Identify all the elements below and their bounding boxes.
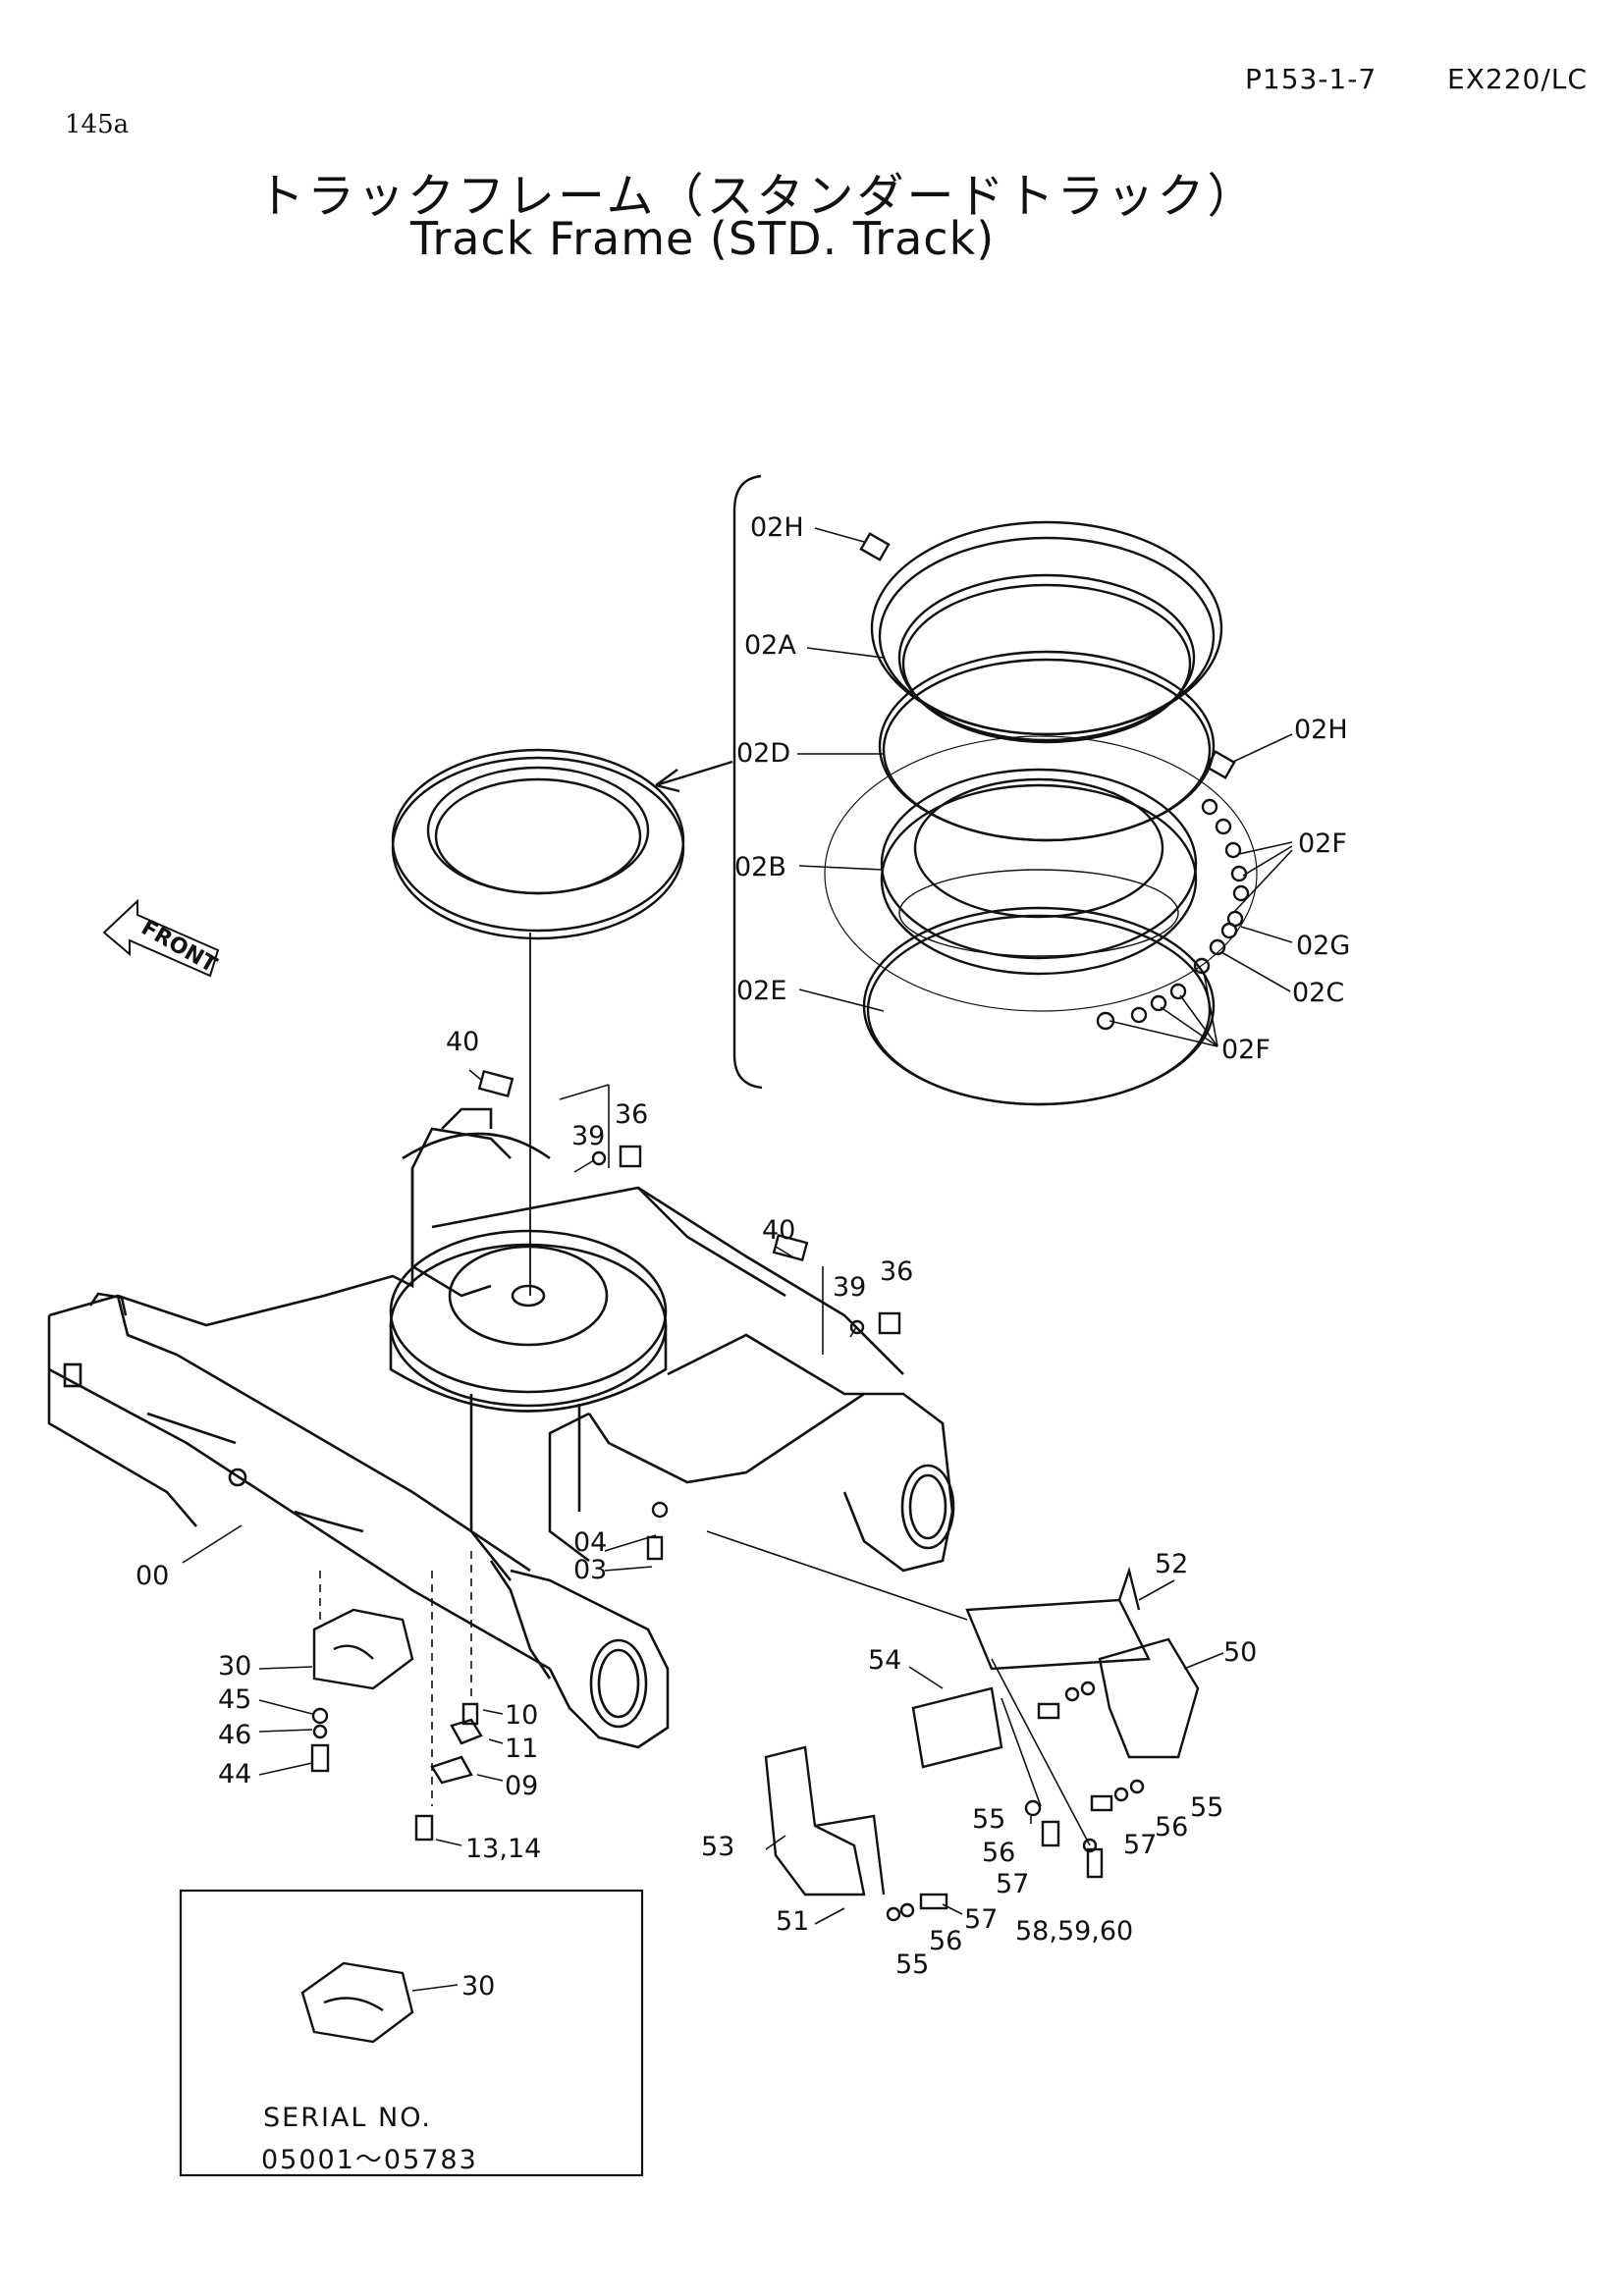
model-number: EX220/LC <box>1447 63 1588 95</box>
callout-09: 09 <box>505 1771 539 1801</box>
callout-02h-right: 02H <box>1294 715 1348 745</box>
group-bracket <box>732 474 763 1090</box>
callout-50: 50 <box>1223 1637 1258 1668</box>
callout-57-mid: 57 <box>996 1869 1030 1899</box>
front-arrow <box>102 898 220 978</box>
callout-56-low: 56 <box>929 1926 963 1956</box>
swing-bearing-assembly <box>391 748 685 940</box>
callout-13-14: 13,14 <box>465 1834 542 1864</box>
callout-02e: 02E <box>736 976 787 1006</box>
guard-brackets <box>706 1530 1200 1922</box>
inset-callout-30: 30 <box>461 1971 496 2002</box>
callout-40-left: 40 <box>446 1027 480 1057</box>
inset-clamp <box>300 1961 459 2044</box>
callout-44: 44 <box>218 1759 252 1789</box>
callout-30: 30 <box>218 1651 252 1682</box>
callout-02c: 02C <box>1292 978 1345 1008</box>
callout-55-right: 55 <box>1190 1792 1224 1823</box>
callout-40-right: 40 <box>762 1215 796 1246</box>
callout-02d: 02D <box>736 738 791 769</box>
callout-36-left: 36 <box>615 1099 649 1130</box>
callout-02b: 02B <box>734 852 786 882</box>
serial-label: SERIAL NO. <box>263 2103 432 2133</box>
upper-seal <box>878 650 1216 842</box>
page-code: P153-1-7 <box>1245 63 1378 95</box>
callout-10: 10 <box>505 1700 539 1731</box>
ball-fittings <box>1096 798 1250 1031</box>
serial-inset-frame <box>179 1889 644 2177</box>
callout-53: 53 <box>701 1832 735 1862</box>
inner-gear-ring <box>880 768 1198 976</box>
callout-02f-lower: 02F <box>1221 1035 1271 1065</box>
callout-57-low: 57 <box>964 1904 999 1935</box>
callout-46: 46 <box>218 1720 252 1750</box>
callout-04: 04 <box>573 1527 608 1558</box>
callout-52: 52 <box>1155 1549 1189 1579</box>
callout-55-low: 55 <box>895 1949 930 1980</box>
callout-39-right: 39 <box>833 1272 867 1303</box>
callout-11: 11 <box>505 1734 539 1764</box>
callout-36-right: 36 <box>880 1256 914 1287</box>
page-tag: 145a <box>65 110 130 139</box>
callout-39-left: 39 <box>571 1121 606 1151</box>
callout-03: 03 <box>573 1555 608 1585</box>
callout-02h-top: 02H <box>750 512 804 543</box>
callout-56-mid: 56 <box>982 1838 1016 1868</box>
title-japanese: トラックフレーム（スタンダードトラック） <box>257 169 1258 224</box>
callout-02a: 02A <box>744 630 796 661</box>
callout-02g: 02G <box>1296 931 1351 961</box>
callout-56-right: 56 <box>1155 1812 1189 1842</box>
callout-57-right: 57 <box>1123 1830 1158 1860</box>
serial-range: 05001～05783 <box>261 2145 478 2175</box>
leader-lines <box>182 527 1293 1925</box>
title-english: Track Frame (STD. Track) <box>410 212 996 265</box>
frame-fasteners <box>477 1069 901 1561</box>
callout-55-mid: 55 <box>972 1804 1006 1835</box>
callout-02f-upper: 02F <box>1298 828 1347 859</box>
callout-54: 54 <box>868 1645 902 1676</box>
track-frame <box>47 1107 955 1749</box>
callout-51: 51 <box>776 1906 810 1937</box>
callout-58-59-60: 58,59,60 <box>1015 1916 1134 1947</box>
clamp-assembly <box>310 1551 483 1842</box>
callout-00: 00 <box>135 1561 170 1591</box>
outer-race-ring <box>870 520 1223 744</box>
callout-45: 45 <box>218 1684 252 1715</box>
